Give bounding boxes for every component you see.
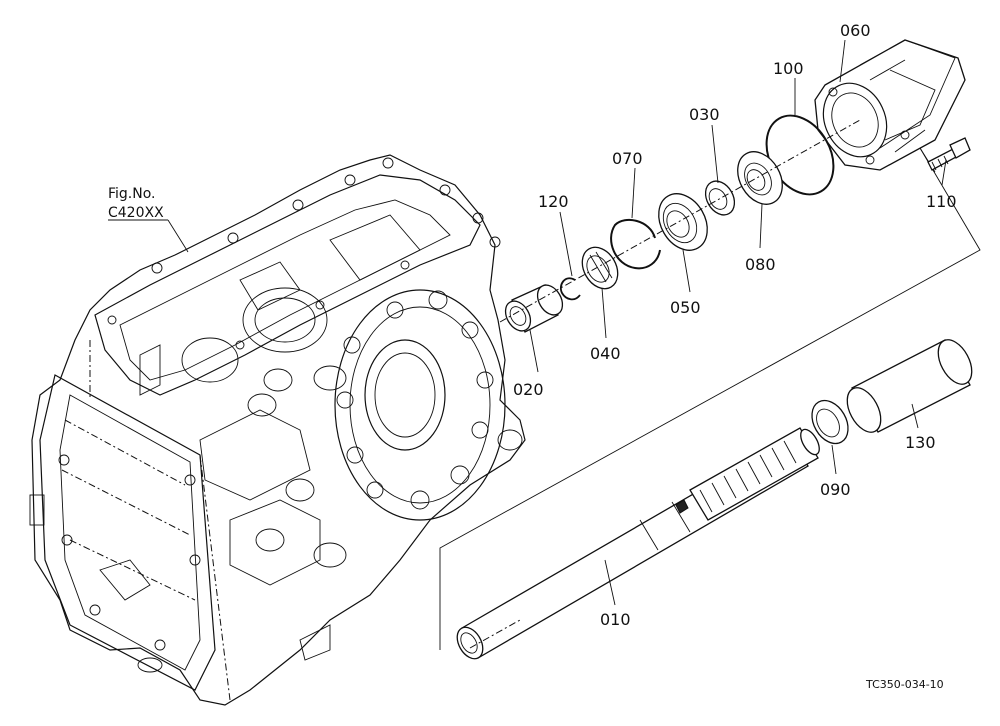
label-120: 120 — [538, 192, 569, 211]
figure-ref-line2: C420XX — [108, 205, 164, 221]
label-060: 060 — [840, 21, 871, 40]
label-010: 010 — [600, 610, 631, 629]
figure-ref-line1: Fig.No. — [108, 186, 156, 202]
figure-reference: Fig.No. C420XX — [108, 186, 189, 253]
assembly-frame — [439, 147, 981, 650]
label-110: 110 — [926, 192, 957, 211]
part-120-snap-ring — [560, 277, 581, 301]
transmission-housing — [29, 154, 526, 706]
part-090-washer — [811, 399, 849, 445]
part-030-spacer — [704, 180, 736, 216]
label-080: 080 — [745, 255, 776, 274]
part-040-ball-bearing — [658, 193, 708, 251]
part-080-oil-seal — [737, 151, 783, 205]
part-130-sleeve — [846, 339, 973, 433]
label-090: 090 — [820, 480, 851, 499]
part-110-bolt — [927, 137, 971, 171]
label-130: 130 — [905, 433, 936, 452]
label-030: 030 — [689, 105, 720, 124]
part-060-cover — [814, 39, 966, 171]
label-020: 020 — [513, 380, 544, 399]
label-050: 040 — [590, 344, 621, 363]
label-100: 100 — [773, 59, 804, 78]
drawing-code: TC350-034-10 — [865, 678, 944, 691]
part-070-circlip — [610, 218, 661, 270]
part-010-shaft — [456, 427, 820, 660]
assembly-center-line — [469, 119, 861, 649]
housing-rear-face — [29, 374, 216, 691]
part-020-bush — [504, 284, 564, 333]
label-070: 070 — [612, 149, 643, 168]
housing-front-flange — [334, 289, 506, 521]
leader-lines — [529, 39, 947, 606]
part-labels: 060 100 030 070 120 110 080 050 040 020 … — [513, 21, 957, 629]
figure-ref-leader — [167, 219, 189, 253]
label-040: 050 — [670, 298, 701, 317]
part-050-needle-bearing — [581, 246, 619, 290]
housing-bolt-holes — [107, 157, 501, 350]
